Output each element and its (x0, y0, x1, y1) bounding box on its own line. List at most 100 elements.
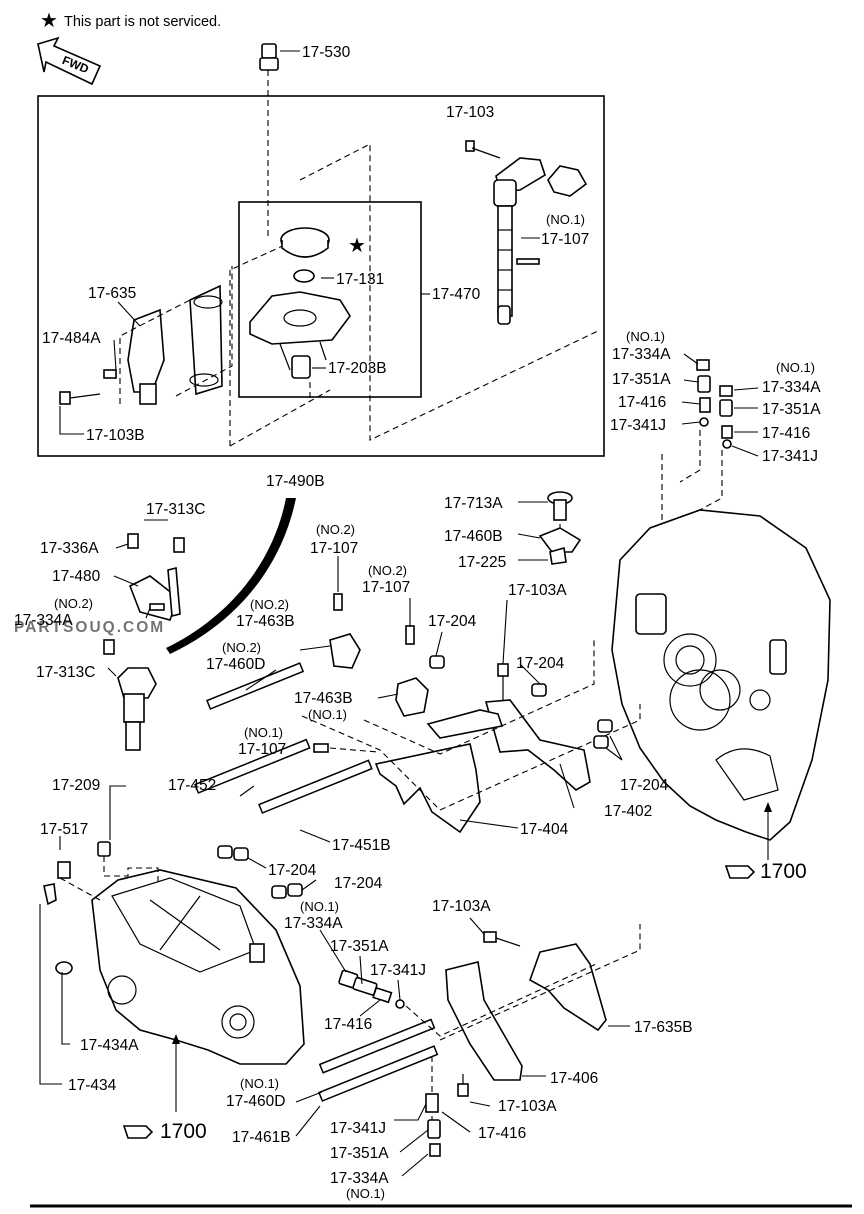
watermark-text: PARTSOUQ.COM (14, 619, 165, 636)
part-label: 17-635 (88, 285, 136, 302)
part-label: (NO.2) (368, 563, 407, 578)
interlock-pins-17-204 (217, 655, 623, 899)
part-label: 17-225 (458, 554, 506, 571)
part-label: 17-402 (604, 803, 652, 820)
part-label: 17-416 (618, 394, 666, 411)
part-label: 17-334A (612, 346, 671, 363)
part-label: (NO.1) (244, 725, 283, 740)
part-label: 17-461B (232, 1129, 291, 1146)
ref-label: 1700 (160, 1120, 207, 1143)
part-label: (NO.1) (346, 1186, 385, 1201)
part-label: 17-416 (762, 425, 810, 442)
part-label: 17-204 (620, 777, 669, 794)
shift-rods (194, 593, 439, 1102)
part-label: 17-103 (446, 104, 494, 121)
part-label: 17-406 (550, 1070, 598, 1087)
part-label: 17-103A (508, 582, 567, 599)
part-label: (NO.2) (316, 522, 355, 537)
part-label: 17-713A (444, 495, 503, 512)
part-label: (NO.2) (250, 597, 289, 612)
shift-forks (301, 633, 641, 1124)
part-label: 17-204 (268, 862, 317, 879)
part-label: 17-404 (520, 821, 569, 838)
part-17-470-cover: ★ (249, 227, 430, 379)
star-icon: ★ (348, 235, 366, 257)
transmission-case-right (611, 509, 831, 860)
part-label: 17-451B (332, 837, 391, 854)
ref-1700-right: 1700 (724, 860, 807, 883)
part-label: 17-351A (330, 938, 389, 955)
part-labels: 17-530 17-103 (NO.1) 17-107 17-131 17-47… (14, 44, 821, 1201)
part-label: 17-434 (68, 1077, 117, 1094)
part-label: 17-334A (14, 612, 73, 629)
fwd-arrow-icon: FWD (37, 36, 102, 86)
part-label: 17-463B (294, 690, 353, 707)
leader-lines (239, 556, 630, 1137)
part-label: 17-460B (444, 528, 503, 545)
part-17-530 (259, 43, 300, 71)
part-label: 17-480 (52, 568, 101, 585)
part-17-490B-leader (166, 498, 296, 654)
plug-group-lower (319, 929, 471, 1177)
part-label: 17-204 (334, 875, 383, 892)
legend: ★ This part is not serviced. (40, 10, 221, 32)
part-label: 17-204 (516, 655, 565, 672)
part-label: 17-103A (432, 898, 491, 915)
ref-label: 1700 (760, 860, 807, 883)
part-label: 17-341J (610, 417, 666, 434)
guide-lines-top (229, 70, 601, 447)
part-label: 17-470 (432, 286, 481, 303)
selector-assembly-17-480 (103, 519, 185, 751)
part-label: 17-635B (634, 1019, 693, 1036)
part-label: 17-107 (362, 579, 410, 596)
part-label: 17-463B (236, 613, 295, 630)
part-label: 17-334A (284, 915, 343, 932)
part-label: (NO.1) (308, 707, 347, 722)
part-label: (NO.2) (222, 640, 261, 655)
part-label: 17-341J (370, 962, 426, 979)
part-label: 17-103B (86, 427, 145, 444)
transmission-case-left (91, 869, 305, 1112)
part-label: 17-351A (762, 401, 821, 418)
part-label: (NO.1) (240, 1076, 279, 1091)
part-label: 17-452 (168, 777, 216, 794)
part-label: 17-336A (40, 540, 99, 557)
part-17-103 (465, 140, 588, 325)
part-label: 17-351A (612, 371, 671, 388)
part-label: 17-313C (36, 664, 95, 681)
ref-1700-left: 1700 (122, 1120, 207, 1143)
part-label: 17-517 (40, 821, 88, 838)
part-17-713A-group (517, 491, 582, 565)
part-label: 17-204 (428, 613, 477, 630)
pointing-hand-icon (122, 1125, 154, 1139)
part-label: (NO.1) (546, 212, 585, 227)
part-label: 17-530 (302, 44, 351, 61)
part-17-635-bracket (59, 266, 233, 435)
part-label: (NO.2) (54, 596, 93, 611)
legend-note: This part is not serviced. (64, 14, 221, 30)
part-label: 17-107 (310, 540, 358, 557)
upper-assembly-frame (37, 95, 605, 457)
part-label: 17-131 (336, 271, 384, 288)
part-label: 17-203B (328, 360, 387, 377)
part-label: 17-209 (52, 777, 100, 794)
part-label: 17-484A (42, 330, 101, 347)
part-label: (NO.1) (776, 360, 815, 375)
star-icon: ★ (40, 10, 58, 32)
part-label: 17-107 (238, 741, 286, 758)
part-label: 17-416 (478, 1125, 526, 1142)
part-label: 17-351A (330, 1145, 389, 1162)
part-label: 17-416 (324, 1016, 372, 1033)
part-label: (NO.1) (300, 899, 339, 914)
part-label: 17-341J (330, 1120, 386, 1137)
part-label: 17-107 (541, 231, 589, 248)
part-label: 17-313C (146, 501, 205, 518)
left-small-parts (39, 785, 159, 1085)
part-label: 17-334A (762, 379, 821, 396)
inner-assembly-frame (238, 201, 422, 398)
bolts-17-103A (457, 599, 521, 1107)
part-label: (NO.1) (626, 329, 665, 344)
part-label: 17-434A (80, 1037, 139, 1054)
part-label: 17-341J (762, 448, 818, 465)
